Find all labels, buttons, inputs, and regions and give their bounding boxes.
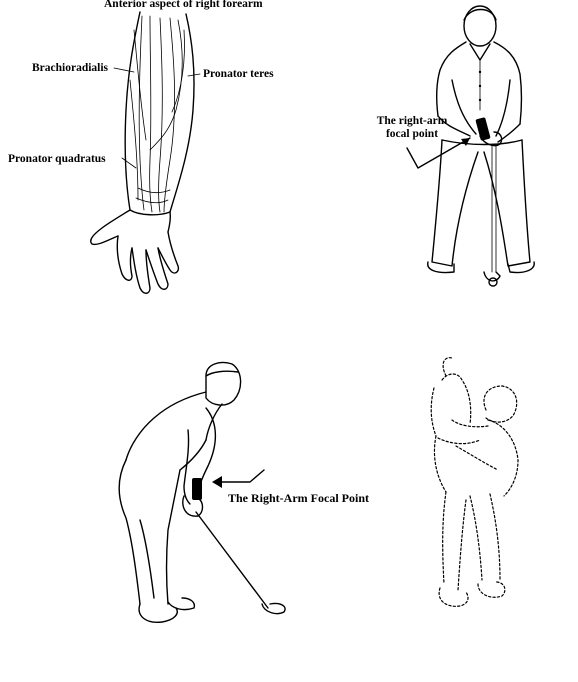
label-pronator-teres: Pronator teres xyxy=(203,68,274,80)
focal-point-callout-small-line1: The right-arm xyxy=(376,115,448,127)
forearm-title: Anterior aspect of right forearm xyxy=(104,0,263,10)
focal-point-callout-large: The Right-Arm Focal Point xyxy=(228,491,369,505)
forearm-anatomy-drawing xyxy=(90,11,201,294)
golfer-backswing-dotted-drawing xyxy=(430,357,519,607)
label-pronator-quadratus: Pronator quadratus xyxy=(8,153,106,165)
label-brachioradialis: Brachioradialis xyxy=(32,62,109,74)
focal-point-callout-small: The right-arm focal point xyxy=(370,115,454,141)
golfer-address-side-view-drawing xyxy=(118,361,286,623)
golfer-front-view-drawing xyxy=(406,5,535,287)
focal-point-callout-small-line2: focal point xyxy=(385,128,439,141)
